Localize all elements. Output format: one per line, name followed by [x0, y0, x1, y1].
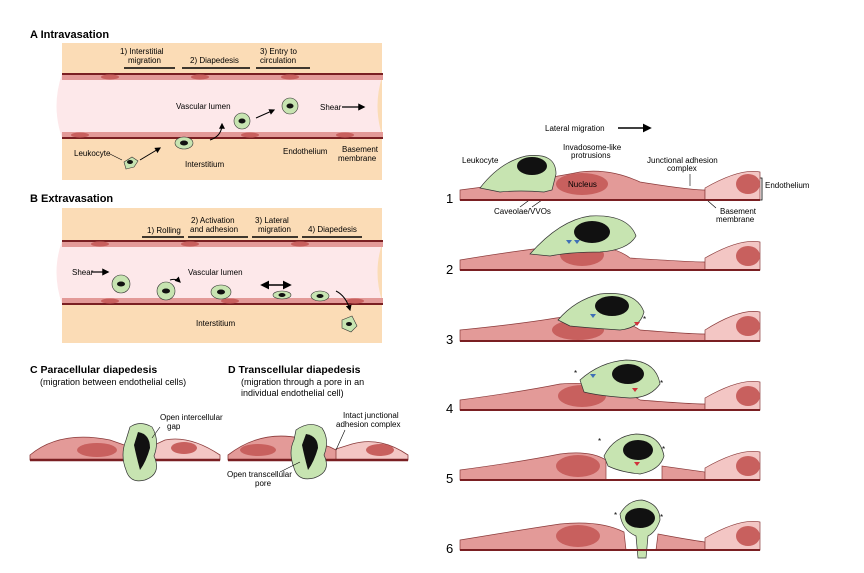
e-leukocyte-label: Leukocyte — [462, 156, 499, 165]
panel-a-vascular-lumen-label: Vascular lumen — [176, 102, 231, 111]
row-6-star-left: * — [614, 511, 617, 520]
panel-a-step3-line1: 3) Entry to — [260, 47, 297, 56]
panel-a-step3-line2: circulation — [260, 56, 296, 65]
e-caveolae-label: Caveolae/VVOs — [494, 207, 551, 216]
panel-a-top-endothelium — [62, 74, 383, 80]
panel-a-step2: 2) Diapedesis — [190, 56, 239, 65]
row-1: Nucleus — [459, 155, 761, 201]
panel-a-step1-line1: 1) Interstitial — [120, 47, 164, 56]
panel-a-steps: 1) Interstitial migration 2) Diapedesis … — [120, 47, 310, 69]
panel-b-interstitium-label: Interstitium — [196, 319, 235, 328]
panel-b: B Extravasation 1) Rolling 2) Activation… — [30, 193, 383, 343]
row-4-star-right: * — [660, 379, 663, 388]
row-3: * — [459, 293, 761, 342]
panel-b-step3-line2: migration — [258, 225, 291, 234]
panel-a-interstitium-label: Interstitium — [185, 160, 224, 169]
step-number-4: 4 — [446, 401, 453, 416]
panel-a-basement-label-2: membrane — [338, 154, 377, 163]
step-numbers: 1 2 3 4 5 6 — [446, 191, 453, 556]
panel-a-basement-label-1: Basement — [342, 145, 379, 154]
row-5-star-right: * — [662, 445, 665, 454]
e-basement-label-1: Basement — [720, 207, 757, 216]
e-junctional-label-1: Junctional adhesion — [647, 156, 718, 165]
e-invadosome-label-2: protrusions — [571, 151, 611, 160]
panel-a-endothelium-label: Endothelium — [283, 147, 328, 156]
panel-d-title: D Transcellular diapedesis — [228, 364, 361, 376]
panel-b-step2-line1: 2) Activation — [191, 216, 235, 225]
row-5: * * — [459, 433, 761, 481]
panel-b-vessel-lumen — [56, 241, 383, 304]
panel-c-title: C Paracellular diapedesis — [30, 364, 157, 376]
step-number-2: 2 — [446, 262, 453, 277]
row-4-star-left: * — [574, 369, 577, 378]
panel-a: A Intravasation 1) Interstitial migratio… — [30, 29, 383, 180]
step-number-3: 3 — [446, 332, 453, 347]
panel-d-subtitle-1: (migration through a pore in an — [241, 377, 364, 387]
panel-d-junction-label-2: adhesion complex — [336, 420, 400, 429]
panel-a-endothelial-nuclei — [71, 74, 354, 138]
panel-b-step4: 4) Diapedesis — [308, 225, 357, 234]
row-2 — [459, 215, 761, 271]
panel-d-subtitle-2: individual endothelial cell) — [241, 388, 344, 398]
panel-a-vessel-lumen — [56, 74, 383, 138]
panel-c-label-1: Open intercellular — [160, 413, 223, 422]
panel-b-step1: 1) Rolling — [147, 226, 181, 235]
row-5-star-left: * — [598, 437, 601, 446]
e-basement-label-2: membrane — [716, 215, 755, 224]
panel-c-subtitle: (migration between endothelial cells) — [40, 377, 186, 387]
panel-b-step3-line1: 3) Lateral — [255, 216, 289, 225]
panel-a-shear-label: Shear — [320, 103, 342, 112]
panel-c: C Paracellular diapedesis (migration bet… — [29, 364, 223, 482]
lateral-migration-label: Lateral migration — [545, 124, 605, 133]
row-6: * * — [459, 499, 761, 559]
step-number-5: 5 — [446, 471, 453, 486]
step-number-1: 1 — [446, 191, 453, 206]
row-3-star: * — [643, 315, 646, 324]
e-nucleus-label: Nucleus — [568, 180, 597, 189]
step-number-6: 6 — [446, 541, 453, 556]
panel-b-vascular-lumen-label: Vascular lumen — [188, 268, 243, 277]
panel-a-leukocytes — [123, 97, 299, 170]
panel-a-leukocyte-label: Leukocyte — [74, 149, 111, 158]
panel-b-arrows — [169, 276, 352, 312]
e-junctional-label-2: complex — [667, 164, 697, 173]
e-invadosome-label-1: Invadosome-like — [563, 143, 622, 152]
panel-d: D Transcellular diapedesis (migration th… — [227, 364, 409, 488]
panel-b-title: B Extravasation — [30, 193, 113, 205]
panel-d-junction-label-1: Intact junctional — [343, 411, 399, 420]
panel-c-label-2: gap — [167, 422, 181, 431]
panel-b-steps: 1) Rolling 2) Activation and adhesion 3)… — [142, 216, 362, 238]
panel-b-leukocytes — [111, 274, 358, 333]
panel-e: Lateral migration Leukocyte Invadosome-l… — [446, 123, 810, 559]
panel-a-migration-arrows — [139, 109, 276, 161]
panel-a-title: A Intravasation — [30, 29, 109, 41]
panel-b-step2-line2: and adhesion — [190, 225, 238, 234]
panel-b-shear-label: Shear — [72, 268, 94, 277]
row-4: * * — [459, 359, 761, 411]
panel-d-pore-label-2: pore — [255, 479, 272, 488]
panel-a-step1-line2: migration — [128, 56, 161, 65]
panel-d-pore-label-1: Open transcellular — [227, 470, 292, 479]
e-endothelium-label: Endothelium — [765, 181, 810, 190]
panel-a-bottom-endothelium — [62, 132, 383, 138]
row-6-star-right: * — [660, 513, 663, 522]
